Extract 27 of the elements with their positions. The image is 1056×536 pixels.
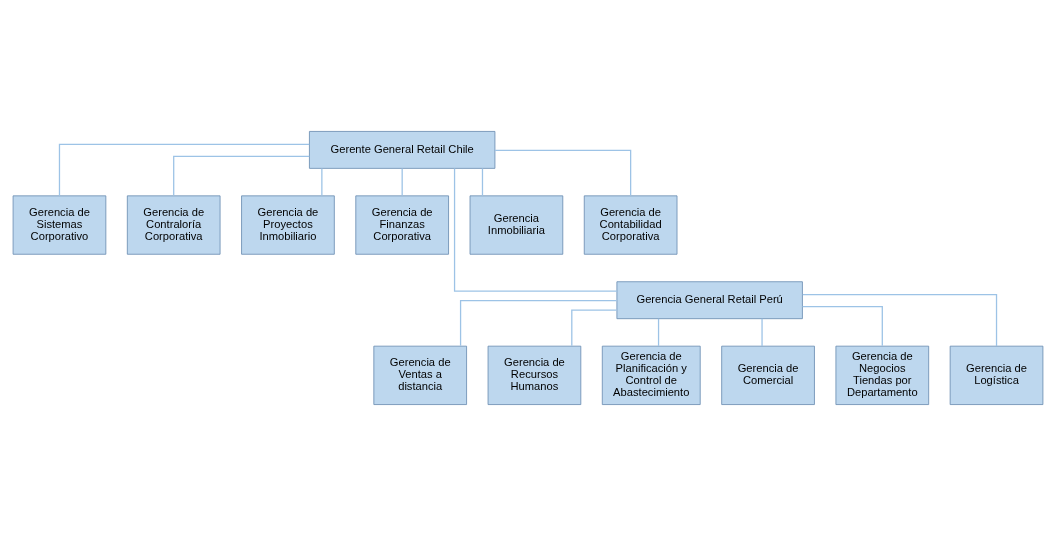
node-box: Gerencia Inmobiliaria [469, 195, 564, 255]
connector [459, 300, 618, 347]
node-box: Gerencia de Negocios Tiendas por Departamento [835, 345, 930, 405]
connector [58, 143, 310, 197]
node-box: Gerencia de Logística [949, 345, 1044, 405]
node-box: Gerencia de Finanzas Corporativa [355, 195, 449, 255]
connector [494, 149, 632, 197]
connector [401, 167, 403, 197]
connector [321, 167, 323, 197]
node-box: Gerencia General Retail Perú [616, 281, 803, 320]
connector [801, 306, 883, 347]
connector [761, 318, 763, 347]
connector [657, 318, 660, 347]
node-box: Gerencia de Sistemas Corporativo [12, 195, 107, 255]
node-box: Gerencia de Recursos Humanos [487, 345, 582, 405]
node-box: Gerencia de Proyectos Inmobiliario [241, 195, 335, 255]
connector [453, 167, 618, 292]
node-box: Gerente General Retail Chile [309, 131, 496, 169]
connector [173, 155, 310, 197]
node-box: Gerencia de Planificación y Control de Abastecimiento [601, 345, 701, 405]
connector [481, 167, 484, 197]
node-box: Gerencia de Comercial [721, 345, 815, 405]
node-box: Gerencia de Ventas a distancia [373, 345, 467, 405]
node-box: Gerencia de Contabilidad Corporativa [583, 195, 678, 255]
node-box: Gerencia de Contraloría Corporativa [126, 195, 221, 255]
connector [571, 309, 618, 347]
connector [802, 294, 998, 347]
